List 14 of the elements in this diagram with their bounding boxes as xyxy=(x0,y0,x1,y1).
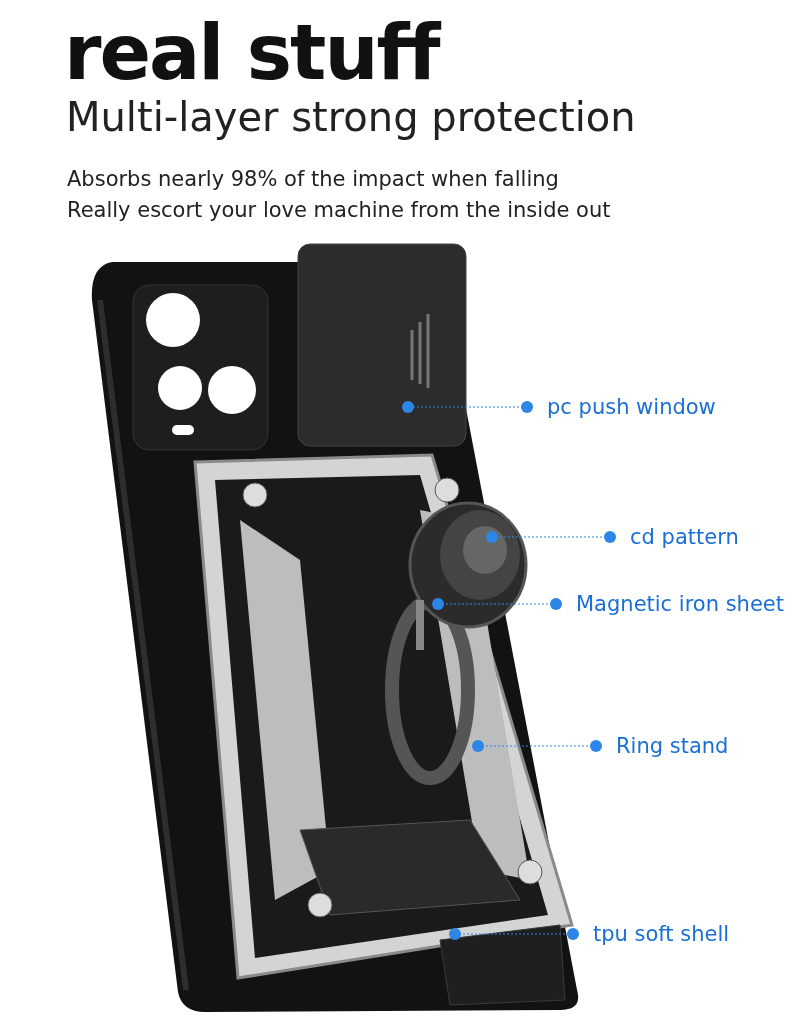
part-label: cd pattern xyxy=(610,524,739,550)
leader-line xyxy=(449,928,579,940)
leader-line xyxy=(472,740,602,752)
part-label: Magnetic iron sheet xyxy=(556,591,784,617)
leader-line xyxy=(432,598,562,610)
part-label: tpu soft shell xyxy=(573,921,730,947)
subheading: Multi-layer strong protection xyxy=(66,94,636,140)
part-label: Ring stand xyxy=(596,733,729,759)
leader-line xyxy=(486,531,616,543)
description-text: Really escort your love machine from the inside out xyxy=(67,198,611,222)
leader-line xyxy=(402,401,533,413)
part-label: pc push window xyxy=(527,394,716,420)
description-text: Absorbs nearly 98% of the impact when falling xyxy=(67,167,559,191)
heading: real stuff xyxy=(64,8,439,97)
